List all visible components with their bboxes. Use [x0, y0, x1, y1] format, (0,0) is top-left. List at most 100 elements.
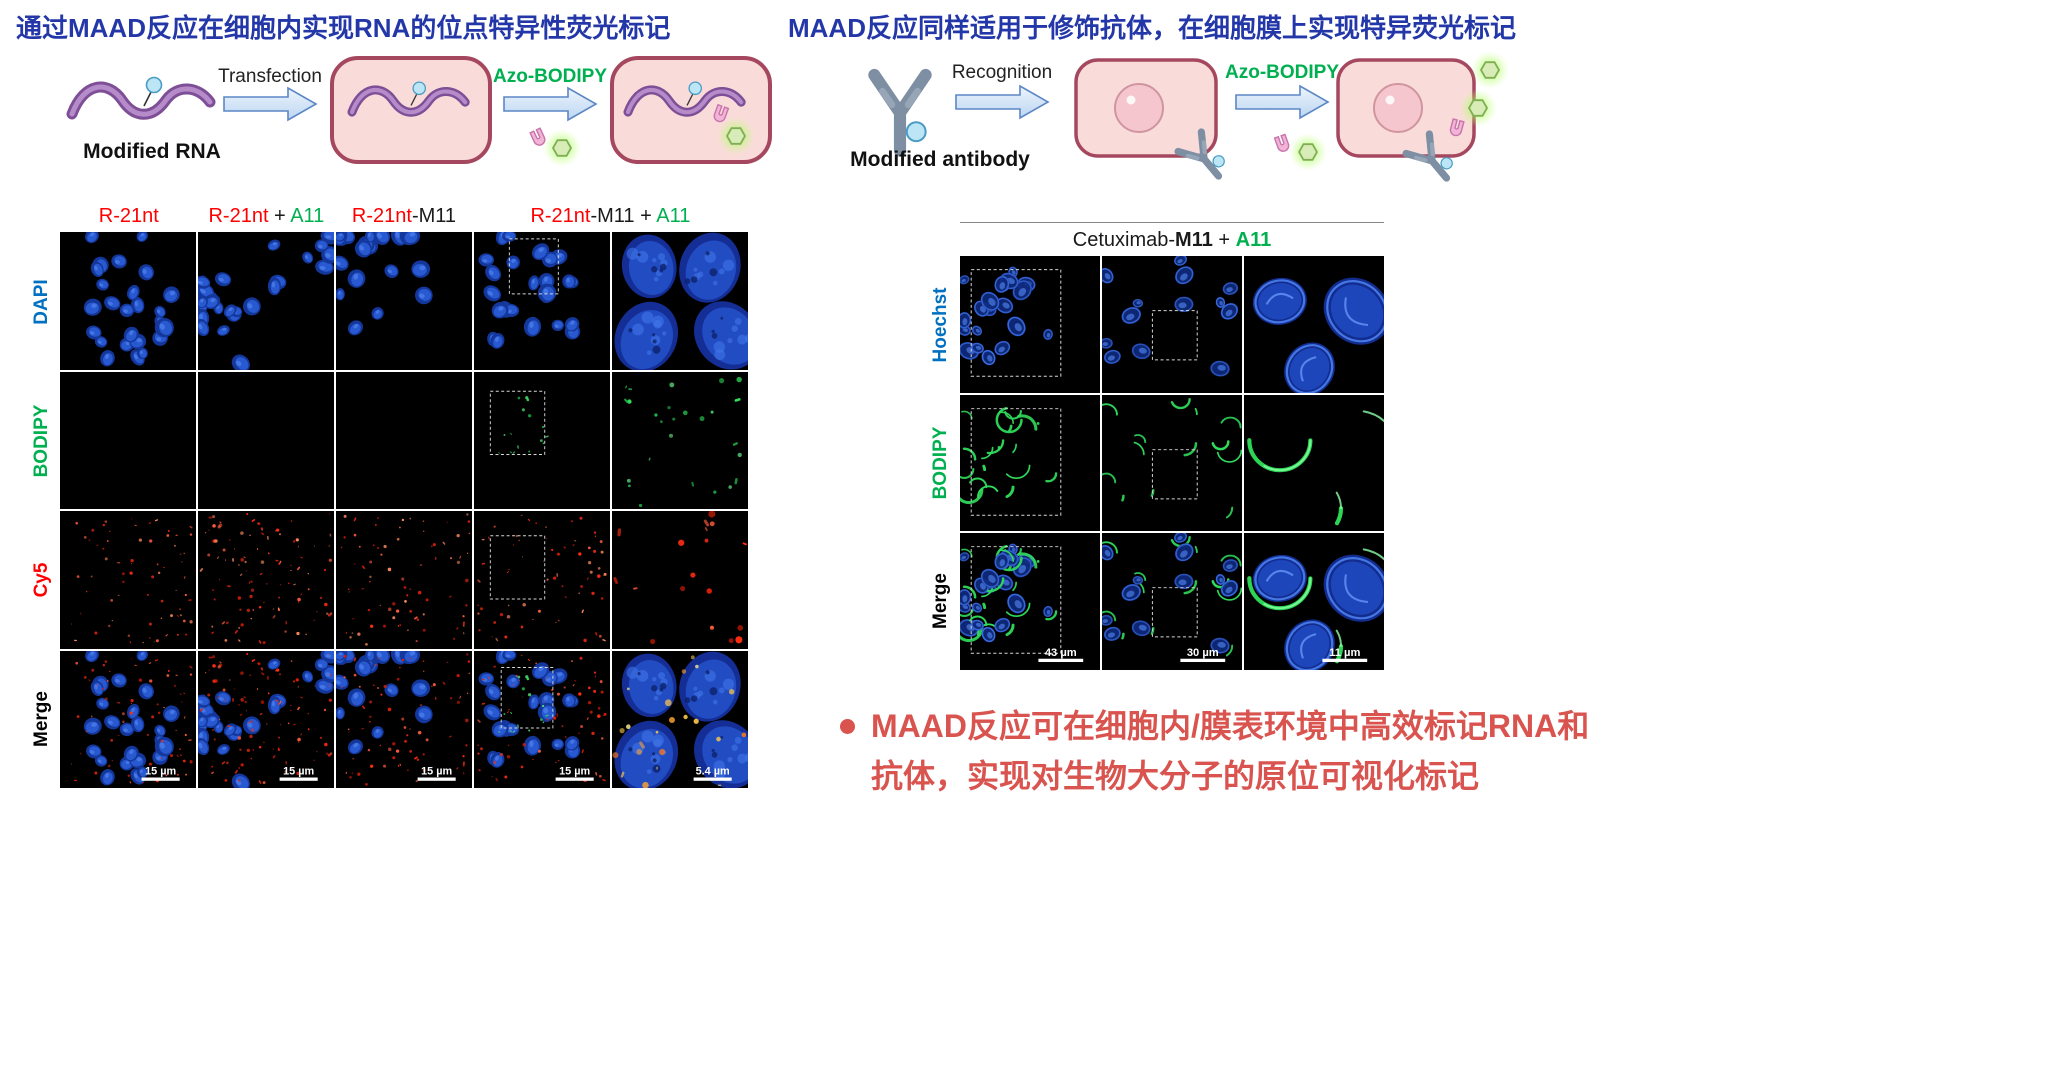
zoom-region-box [970, 546, 1062, 655]
micrograph-antibody-row1-col1 [960, 256, 1100, 393]
micrograph-antibody-row3-col2: 30 µm [1102, 533, 1242, 670]
micrograph-rna-row1-col4 [474, 232, 610, 370]
scale-bar-label: 30 µm [1187, 647, 1219, 659]
zoom-region-box [970, 407, 1062, 516]
micrograph-rna-row1-col3 [336, 232, 472, 370]
micrograph-antibody-row3-col3: 11 µm [1244, 533, 1384, 670]
scale-bar [141, 777, 180, 781]
zoom-region-box [1151, 587, 1198, 638]
micrograph-rna-row2-col4 [474, 371, 610, 509]
micrograph-antibody-row2-col1 [960, 394, 1100, 532]
left-section-title: 通过MAAD反应在细胞内实现RNA的位点特异性荧光标记 [16, 13, 671, 43]
row-label-bodipy: BODIPY [930, 426, 951, 500]
recognition-label: Recognition [952, 62, 1052, 83]
membrane-bodipy-icon-2 [1458, 88, 1498, 128]
row-label-bodipy: BODIPY [31, 404, 52, 477]
modified-rna-label: Modified RNA [83, 140, 221, 163]
micrograph-antibody-row2-col2 [1102, 394, 1242, 532]
recognition-arrow-icon [955, 85, 1049, 119]
conclusion-bullet: MAAD反应可在细胞内/膜表环境中高效标记RNA和 抗体，实现对生物大分子的原位… [840, 702, 1589, 801]
micrograph-antibody-row2-col3 [1244, 394, 1384, 532]
micrograph-rna-row3-col2 [198, 511, 334, 649]
antibody-grid-header: Cetuximab-M11 + A11 [960, 222, 1384, 256]
scale-bar [417, 777, 456, 781]
scale-bar-label: 15 µm [283, 765, 314, 777]
nucleus-icon [1114, 83, 1164, 133]
micrograph-rna-row1-col2 [198, 232, 334, 370]
modified-antibody-label: Modified antibody [850, 148, 1030, 171]
zoom-region-box [508, 238, 559, 295]
rna-labeling-schematic: Modified RNA Transfection Azo-BODIPY [52, 56, 772, 168]
micrograph-rna-row4-col5: 5.4 µm [612, 650, 748, 788]
rna-micrograph-grid: R-21nt R-21nt + A11 R-21nt-M11 R-21nt-M11 +… [24, 196, 748, 788]
scale-bar [555, 777, 594, 781]
micrograph-rna-row2-col2 [198, 371, 334, 509]
rna-grid-column-headers: R-21nt R-21nt + A11 R-21nt-M11 R-21nt-M11 +… [60, 196, 748, 232]
rna-grid-panels: 15 µm 15 µm 15 µm 15 µm 5.4 µm [60, 232, 748, 788]
conclusion-text: MAAD反应可在细胞内/膜表环境中高效标记RNA和 抗体，实现对生物大分子的原位… [871, 702, 1589, 801]
micrograph-rna-row4-col3: 15 µm [336, 650, 472, 788]
scale-bar-label: 15 µm [145, 765, 176, 777]
modified-antibody-icon [874, 75, 925, 151]
transfection-arrow-icon [223, 87, 317, 121]
column-header: R-21nt-M11 [351, 205, 457, 227]
azo-bodipy-label: Azo-BODIPY [493, 66, 607, 87]
micrograph-rna-row3-col4 [474, 511, 610, 649]
zoom-region-box [489, 535, 546, 600]
micrograph-rna-row2-col5 [612, 371, 748, 509]
scale-bar-label: 15 µm [421, 765, 452, 777]
zoom-region-box [1151, 448, 1198, 500]
scale-bar-label: 43 µm [1045, 647, 1077, 659]
conclusion-line-2: 抗体，实现对生物大分子的原位可视化标记 [871, 757, 1480, 794]
scale-bar [1038, 659, 1084, 663]
zoom-region-box [500, 666, 554, 728]
nucleus-icon [1373, 83, 1423, 133]
column-header: Cetuximab-M11 + A11 [1072, 229, 1272, 251]
transfection-label: Transfection [218, 66, 322, 87]
row-label-merge: Merge [31, 690, 52, 747]
scale-bar-label: 11 µm [1329, 647, 1360, 659]
bodipy-in-cell-icon [716, 116, 756, 156]
right-section-title: MAAD反应同样适用于修饰抗体，在细胞膜上实现特异荧光标记 [788, 13, 1516, 43]
bodipy-hexagon-icon [542, 128, 582, 168]
row-label-cy5: Cy5 [31, 562, 52, 597]
micrograph-rna-row1-col5 [612, 232, 748, 370]
column-header: R-21nt + A11 [208, 205, 325, 227]
antibody-grid-panels: 43 µm 30 µm 11 µm [960, 256, 1384, 670]
micrograph-rna-row3-col5 [612, 511, 748, 649]
antibody-labeling-schematic: Modified antibody Recognition Azo-BODIPY [850, 50, 1510, 213]
labeling-arrow-icon [1235, 85, 1329, 119]
micrograph-rna-row4-col1: 15 µm [60, 650, 196, 788]
bodipy-hexagon-icon [1288, 132, 1328, 172]
column-header: R-21nt-M11 + A11 [530, 205, 691, 227]
scale-bar [279, 777, 318, 781]
azo-linker-icon [1273, 133, 1291, 154]
membrane-bodipy-icon [1470, 50, 1510, 90]
labeling-arrow-icon [503, 87, 597, 121]
micrograph-rna-row3-col1 [60, 511, 196, 649]
nucleus-highlight [1385, 95, 1395, 105]
scale-bar [1180, 659, 1226, 663]
micrograph-antibody-row1-col2 [1102, 256, 1242, 393]
row-label-dapi: DAPI [31, 278, 52, 325]
conclusion-line-1: MAAD反应可在细胞内/膜表环境中高效标记RNA和 [871, 708, 1590, 744]
scale-bar-label: 5.4 µm [696, 765, 730, 777]
azo-bodipy-label: Azo-BODIPY [1225, 62, 1339, 83]
micrograph-rna-row4-col4: 15 µm [474, 650, 610, 788]
micrograph-rna-row2-col1 [60, 371, 196, 509]
bullet-icon [840, 719, 855, 734]
zoom-region-box [970, 269, 1062, 377]
micrograph-antibody-row3-col1: 43 µm [960, 533, 1100, 670]
scale-bar [1322, 659, 1368, 663]
zoom-region-box [489, 390, 546, 455]
scale-bar [693, 777, 732, 781]
scale-bar-label: 15 µm [559, 765, 590, 777]
micrograph-rna-row4-col2: 15 µm [198, 650, 334, 788]
row-label-merge: Merge [930, 573, 951, 629]
column-header: R-21nt [98, 205, 159, 227]
micrograph-antibody-row1-col3 [1244, 256, 1384, 393]
